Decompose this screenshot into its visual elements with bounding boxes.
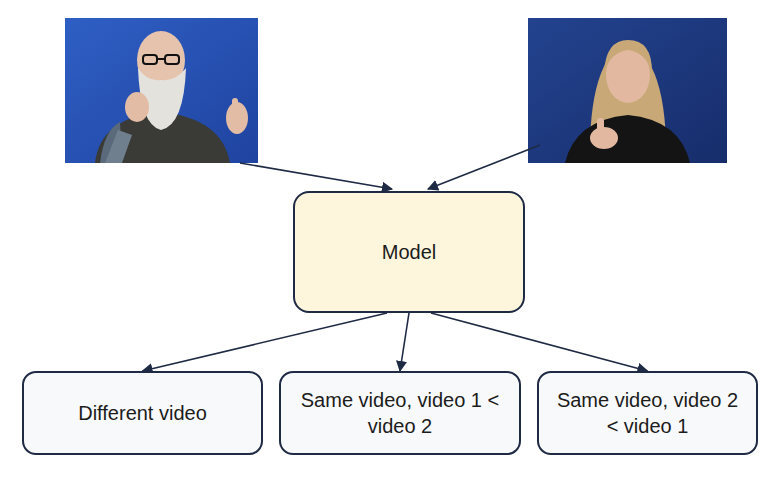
outcome-box: Same video, video 1 < video 2 [279,371,521,455]
model-box: Model [293,191,525,313]
signer-photo [65,18,258,163]
box-label: Different video [78,400,207,426]
box-label: Same video, video 1 < video 2 [295,387,505,439]
box-label: Same video, video 2 < video 1 [553,387,742,439]
signer-photo [528,18,727,163]
outcome-box: Same video, video 2 < video 1 [537,371,758,455]
box-label: Model [382,239,436,265]
arrow-connector [431,313,648,371]
arrow-connector [400,313,409,371]
outcome-box: Different video [22,371,263,455]
input-line [428,145,540,189]
input-line [240,163,392,189]
arrow-connector [143,313,388,371]
